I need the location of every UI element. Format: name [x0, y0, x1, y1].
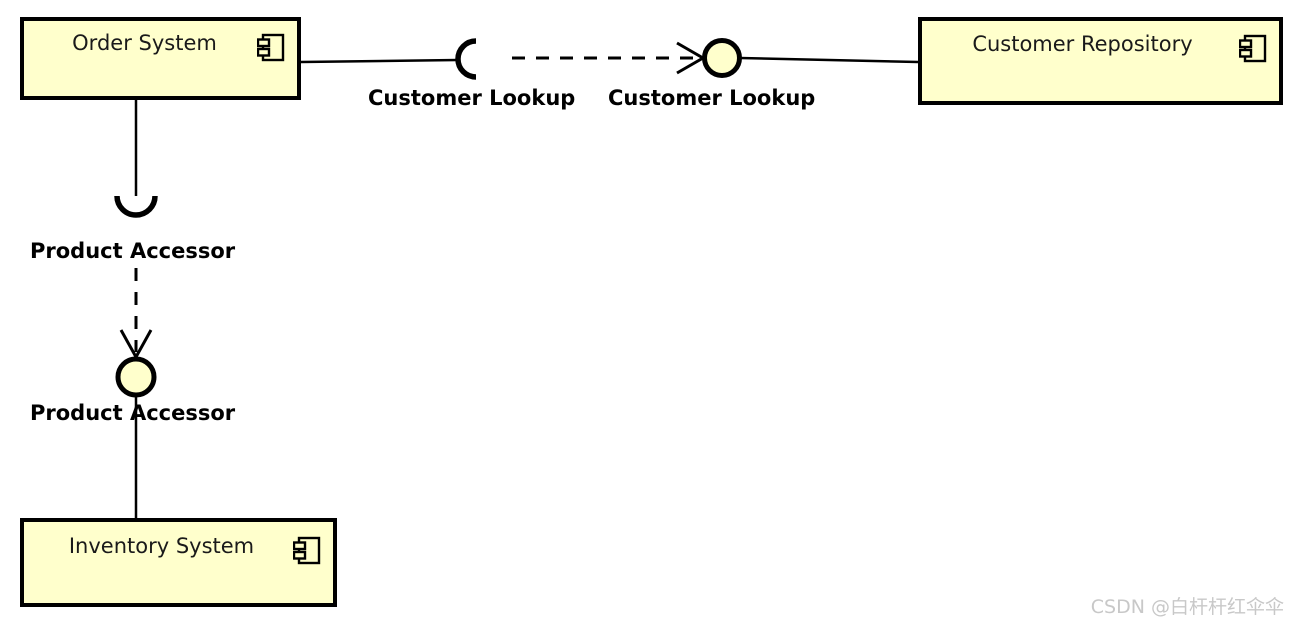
provided-interface-ball-customer-lookup-icon	[702, 38, 742, 78]
component-icon	[293, 536, 321, 565]
component-icon	[257, 33, 285, 62]
component-customer-repository-title: Customer Repository	[972, 32, 1193, 56]
interface-label-customer-lookup-provided: Customer Lookup	[608, 86, 816, 110]
component-inventory-system-title: Inventory System	[68, 534, 255, 558]
interface-label-product-accessor-provided: Product Accessor	[30, 401, 236, 425]
watermark: CSDN @白杆杆红伞伞	[1090, 596, 1284, 618]
component-icon	[1239, 34, 1267, 63]
component-inventory-system[interactable]: Inventory System	[20, 518, 337, 607]
interface-label-product-accessor-required: Product Accessor	[30, 239, 236, 263]
connector-order-to-customer-socket	[300, 58, 459, 64]
component-order-system-title: Order System	[72, 31, 217, 55]
component-customer-repository[interactable]: Customer Repository	[918, 17, 1283, 105]
provided-interface-ball-product-accessor-icon	[115, 356, 157, 398]
component-order-system[interactable]: Order System	[20, 17, 301, 100]
interface-label-customer-lookup-required: Customer Lookup	[368, 86, 576, 110]
required-interface-socket-customer-lookup-icon	[455, 38, 477, 80]
connector-customer-ball-to-repository	[739, 56, 919, 64]
required-interface-socket-product-accessor-icon	[114, 195, 158, 218]
